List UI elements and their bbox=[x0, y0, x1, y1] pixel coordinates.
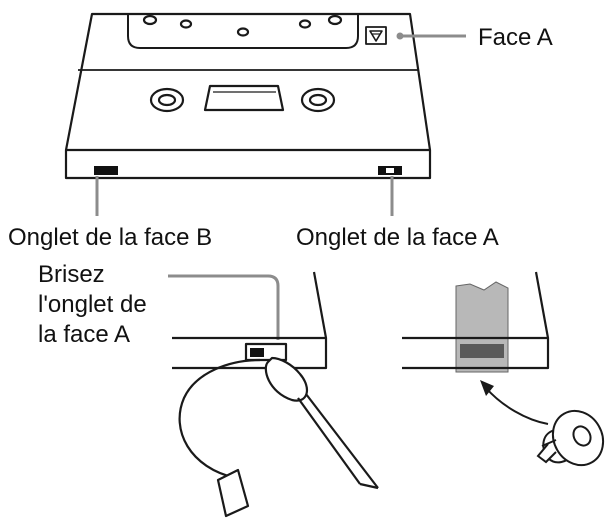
cassette-hole bbox=[142, 14, 158, 26]
cassette-hole bbox=[236, 27, 250, 37]
cassette-illustration bbox=[64, 12, 432, 180]
cassette-corner-right bbox=[402, 271, 550, 370]
left-reel-hole bbox=[149, 87, 185, 113]
right-reel-hole-inner bbox=[308, 93, 328, 107]
face-a-label: Face A bbox=[478, 24, 553, 51]
brisez-instruction-label: Brisez l'onglet de la face A bbox=[38, 260, 147, 350]
onglet-face-a-label: Onglet de la face A bbox=[296, 224, 499, 251]
cassette-hole bbox=[327, 14, 343, 26]
cassette-hole bbox=[179, 19, 193, 29]
leader-brisez bbox=[168, 274, 280, 340]
left-reel-hole-inner bbox=[157, 93, 177, 107]
break-tab-illustration bbox=[172, 271, 379, 518]
screwdriver-icon bbox=[264, 356, 309, 402]
brisez-line-3: la face A bbox=[38, 321, 131, 348]
brisez-line-2: l'onglet de bbox=[38, 291, 147, 318]
motion-arc bbox=[178, 358, 261, 480]
broken-tab-piece bbox=[216, 468, 250, 518]
cassette-corner-left bbox=[172, 271, 328, 370]
cassette-top-bump bbox=[127, 14, 359, 49]
tape-window bbox=[203, 84, 285, 112]
brisez-line-1: Brisez bbox=[38, 261, 105, 288]
adhesive-tape-strip bbox=[455, 281, 509, 373]
tape-roll-icon bbox=[536, 409, 605, 467]
curved-arrow bbox=[485, 387, 549, 425]
right-reel-hole bbox=[300, 87, 336, 113]
tape-cover-illustration bbox=[402, 271, 605, 467]
tab-face-b bbox=[94, 166, 118, 175]
onglet-face-b-label: Onglet de la face B bbox=[8, 224, 213, 251]
face-a-marker-box bbox=[365, 26, 387, 45]
arrow-head-icon bbox=[480, 380, 494, 396]
cassette-hole bbox=[298, 19, 312, 29]
face-a-marker-triangle-icon bbox=[369, 30, 383, 42]
leader-lines bbox=[95, 34, 466, 340]
